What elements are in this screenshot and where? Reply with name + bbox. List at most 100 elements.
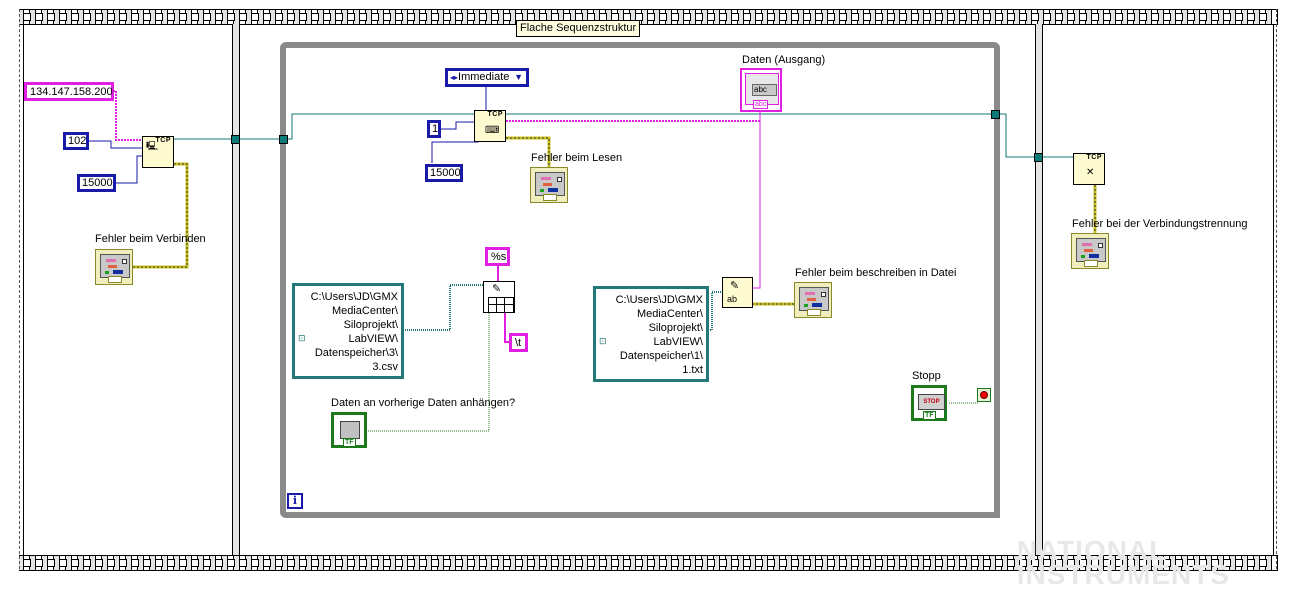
while-loop[interactable] bbox=[280, 42, 1000, 518]
timeout-constant[interactable]: 15000 bbox=[77, 174, 116, 192]
read-error-wire bbox=[506, 136, 551, 168]
path-line: 1.txt bbox=[682, 364, 703, 376]
append-data-control[interactable]: TF bbox=[331, 412, 367, 448]
stop-label: Stopp bbox=[912, 370, 941, 382]
refnum-into-loop-wire bbox=[287, 113, 474, 140]
string-type-footer: abc bbox=[753, 100, 769, 109]
refnum-tunnel-frame1 bbox=[231, 135, 240, 144]
append-boolean-wire bbox=[368, 313, 490, 432]
csv-path-wire bbox=[403, 284, 484, 331]
txt-path-constant[interactable]: ⊡ C:\Users\JD\GMX MediaCenter\ Siloproje… bbox=[593, 286, 709, 382]
sequence-top-border bbox=[19, 9, 1278, 25]
path-marker-icon: ⊡ bbox=[298, 333, 306, 343]
connect-error-indicator[interactable] bbox=[95, 249, 133, 285]
frame-inner-left bbox=[23, 24, 24, 555]
path-line: LabVIEW\ bbox=[653, 336, 703, 348]
txt-path-wire bbox=[708, 291, 722, 331]
tcp-icon-text: TCP bbox=[487, 111, 503, 118]
error-cluster-icon bbox=[535, 172, 565, 196]
timeout-numeric-wire bbox=[115, 155, 142, 184]
string-indicator-text: abc bbox=[752, 84, 777, 96]
tcp-close-connection-vi[interactable]: TCP ✕ bbox=[1073, 153, 1105, 185]
path-line: LabVIEW\ bbox=[348, 333, 398, 345]
loop-condition-terminal-icon[interactable] bbox=[977, 388, 991, 402]
enum-arrows-icon: ◂▸ bbox=[450, 73, 459, 82]
tcp-read-vi[interactable]: TCP ⌨ bbox=[474, 110, 506, 142]
boolean-type-footer: TF bbox=[343, 438, 356, 447]
iteration-terminal-icon: i bbox=[287, 493, 303, 509]
port-numeric-wire bbox=[88, 140, 142, 149]
frame-inner-right bbox=[1273, 24, 1274, 555]
structure-label: Flache Sequenzstruktur bbox=[516, 20, 641, 37]
path-line: C:\Users\JD\GMX bbox=[615, 294, 703, 306]
connect-error-wire bbox=[133, 162, 189, 269]
frame-divider-2 bbox=[1035, 24, 1043, 555]
path-line: Datenspeicher\1\ bbox=[619, 350, 703, 362]
write-spreadsheet-vi[interactable]: ✎ bbox=[483, 281, 515, 313]
national-instruments-watermark: NATIONAL INSTRUMENTS bbox=[1016, 535, 1230, 590]
tcp-icon-text: TCP bbox=[1086, 154, 1102, 161]
path-line: MediaCenter\ bbox=[331, 305, 398, 317]
watermark-line: INSTRUMENTS bbox=[1016, 559, 1230, 590]
path-line: Datenspeicher\3\ bbox=[314, 347, 398, 359]
disconnect-error-indicator[interactable] bbox=[1071, 233, 1109, 269]
csv-path-constant[interactable]: ⊡ C:\Users\JD\GMX MediaCenter\ Siloproje… bbox=[292, 283, 404, 379]
sequence-bottom-border bbox=[19, 555, 1278, 571]
keyboard-icon: ⌨ bbox=[485, 125, 500, 136]
format-constant[interactable]: %s bbox=[485, 247, 510, 266]
refnum-tunnel-frame2 bbox=[1034, 153, 1043, 162]
read-error-indicator[interactable] bbox=[530, 167, 568, 203]
ip-string-wire bbox=[113, 90, 142, 141]
refnum-tunnel-loop-out bbox=[991, 110, 1000, 119]
read-error-label: Fehler beim Lesen bbox=[531, 152, 623, 164]
write-file-icon-text: ab bbox=[727, 294, 738, 304]
chevron-down-icon[interactable]: ▼ bbox=[514, 72, 523, 82]
delimiter-constant[interactable]: \t bbox=[509, 333, 528, 352]
pencil-file-icon: ✎ bbox=[730, 280, 740, 292]
stop-button-icon: STOP bbox=[918, 394, 945, 410]
path-line: 3.csv bbox=[372, 361, 398, 373]
write-error-label: Fehler beim beschreiben in Datei bbox=[795, 267, 957, 279]
write-error-indicator[interactable] bbox=[794, 282, 832, 318]
boolean-type-footer: TF bbox=[923, 411, 936, 420]
path-line: MediaCenter\ bbox=[636, 308, 703, 320]
data-output-indicator[interactable]: abc abc bbox=[740, 68, 782, 112]
read-timeout-constant[interactable]: 15000 bbox=[425, 164, 463, 182]
boolean-button-icon bbox=[340, 421, 360, 439]
error-cluster-icon bbox=[100, 254, 130, 278]
error-cluster-icon bbox=[1076, 238, 1106, 262]
refnum-tunnel-loop-in bbox=[279, 135, 288, 144]
watermark-line: NATIONAL bbox=[1016, 535, 1168, 566]
port-constant[interactable]: 102 bbox=[63, 132, 89, 150]
connect-error-wire-core bbox=[133, 163, 188, 268]
bytes-to-read-constant[interactable]: 1 bbox=[427, 120, 441, 138]
error-cluster-icon bbox=[799, 287, 829, 311]
ip-address-constant[interactable]: 134.147.158.200 bbox=[24, 82, 114, 101]
path-line: C:\Users\JD\GMX bbox=[310, 291, 398, 303]
bytes-numeric-wire bbox=[440, 121, 474, 130]
sequence-right-edge bbox=[1276, 9, 1280, 569]
disconnect-error-label: Fehler bei der Verbindungstrennung bbox=[1072, 218, 1248, 230]
pencil-icon: ✎ bbox=[492, 283, 502, 295]
disconnect-x-icon: ✕ bbox=[1086, 167, 1095, 178]
data-output-label: Daten (Ausgang) bbox=[742, 54, 826, 66]
path-marker-icon: ⊡ bbox=[599, 336, 607, 346]
read-timeout-wire bbox=[431, 137, 479, 163]
tcp-open-connection-vi[interactable]: TCP 🖳 bbox=[142, 136, 174, 168]
read-mode-enum[interactable]: ◂▸Immediate ▼ bbox=[445, 68, 529, 87]
delimiter-string-wire bbox=[504, 313, 510, 343]
refnum-out-loop-wire bbox=[1000, 113, 1073, 158]
frame-divider-1 bbox=[232, 24, 240, 555]
connect-error-label: Fehler beim Verbinden bbox=[95, 233, 206, 245]
path-line: Siloprojekt\ bbox=[343, 319, 398, 331]
data-indicator-wire bbox=[752, 104, 761, 289]
path-line: Siloprojekt\ bbox=[648, 322, 703, 334]
sequence-left-edge bbox=[19, 9, 23, 569]
append-data-label: Daten an vorherige Daten anhängen? bbox=[331, 397, 516, 409]
write-text-file-vi[interactable]: ✎ ab bbox=[722, 277, 753, 308]
stop-button-control[interactable]: STOP TF bbox=[911, 385, 947, 421]
network-computer-icon: 🖳 bbox=[146, 141, 159, 151]
table-grid-icon bbox=[488, 297, 514, 313]
tcp-icon-text: TCP bbox=[155, 137, 171, 144]
